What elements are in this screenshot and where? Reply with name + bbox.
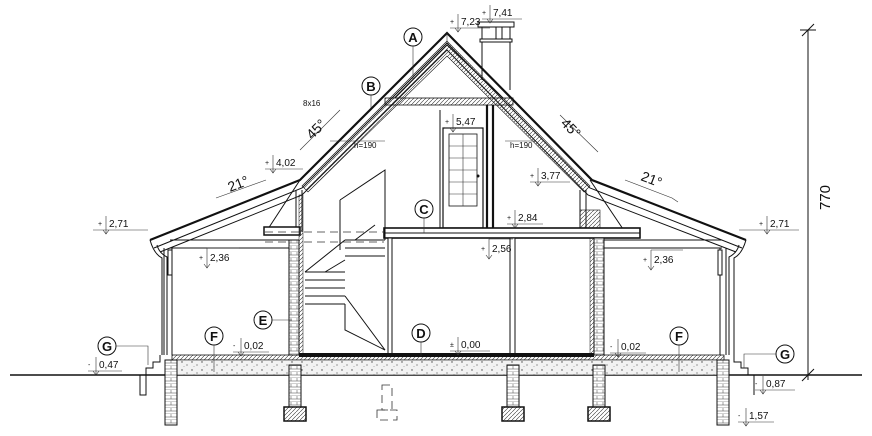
door [442, 127, 484, 229]
level-terrain-left: - 0,47 [88, 357, 122, 376]
callout-d: D [411, 323, 431, 356]
svg-text:C: C [419, 202, 429, 217]
svg-text:±: ± [450, 342, 454, 349]
svg-text:G: G [780, 347, 790, 362]
staircase [304, 169, 386, 351]
svg-text:0,87: 0,87 [766, 379, 786, 390]
svg-text:E: E [259, 313, 268, 328]
svg-text:0,00: 0,00 [461, 340, 481, 351]
angle-upper-right: 45° [558, 114, 599, 153]
svg-text:+: + [507, 215, 511, 222]
callout-c: C [414, 199, 434, 233]
rafter-size-note: 8x16 [303, 99, 321, 108]
svg-text:-: - [88, 362, 91, 369]
svg-text:G: G [102, 339, 112, 354]
level-ceiling-center: +2,56 [481, 238, 513, 260]
svg-text:+: + [643, 257, 647, 264]
svg-text:4,02: 4,02 [276, 158, 296, 169]
svg-text:5,47: 5,47 [456, 117, 476, 128]
foundations [164, 359, 730, 426]
svg-text:2,71: 2,71 [770, 219, 790, 230]
level-roof-break-right: +3,77 [530, 168, 570, 187]
svg-text:h=190: h=190 [354, 141, 377, 150]
svg-text:h=190: h=190 [510, 141, 533, 150]
svg-text:F: F [210, 329, 218, 344]
level-ground-floor: ±0,00 [450, 337, 490, 356]
svg-text:2,56: 2,56 [492, 244, 512, 255]
callout-b: B [361, 76, 381, 108]
svg-text:21°: 21° [225, 172, 250, 195]
svg-text:-: - [233, 343, 236, 350]
svg-text:+: + [481, 246, 485, 253]
angle-lower-right: 21° [624, 168, 679, 203]
svg-text:0,02: 0,02 [244, 341, 264, 352]
svg-text:-: - [755, 381, 758, 388]
svg-text:+: + [530, 173, 534, 180]
svg-text:2,71: 2,71 [109, 219, 129, 230]
svg-text:F: F [675, 329, 683, 344]
level-roof-break-left: +4,02 [265, 155, 303, 174]
level-ceiling-right: +2,36 [643, 249, 683, 271]
walls [163, 194, 727, 356]
callout-f-right: F [669, 326, 689, 372]
angle-upper-left: 45° [299, 109, 341, 151]
svg-text:-: - [738, 413, 741, 420]
level-ceiling-left: +2,36 [199, 247, 239, 269]
callout-f-left: F [204, 326, 224, 372]
floor-gravel-bed [171, 359, 725, 376]
level-ridge: +7,23 [450, 14, 490, 33]
svg-text:+: + [450, 19, 454, 26]
headroom-right: h=190 [505, 140, 535, 150]
svg-text:+: + [445, 119, 449, 126]
svg-text:B: B [366, 79, 375, 94]
svg-text:45°: 45° [303, 116, 329, 142]
level-floor-left: - 0,02 [233, 338, 269, 357]
level-attic-ceiling: +5,47 [445, 114, 481, 133]
callout-e: E [253, 310, 292, 330]
roof [149, 31, 747, 253]
callout-g-right: G [743, 344, 795, 368]
headroom-left: h=190 [330, 140, 385, 150]
svg-text:2,36: 2,36 [654, 255, 674, 266]
svg-text:7,41: 7,41 [493, 8, 513, 19]
svg-text:+: + [482, 10, 486, 17]
svg-text:+: + [759, 221, 763, 228]
svg-text:D: D [416, 326, 425, 341]
svg-text:1,57: 1,57 [749, 411, 769, 422]
svg-text:2,36: 2,36 [210, 253, 230, 264]
svg-text:0,02: 0,02 [621, 342, 641, 353]
level-floor-right: - 0,02 [610, 339, 646, 358]
level-foundation: - 1,57 [738, 408, 774, 427]
level-eave-left: +2,71 [93, 216, 148, 235]
callout-a: A [403, 27, 423, 80]
level-upper-floor: +2,84 [507, 210, 543, 229]
level-terrain-right: - 0,87 [755, 376, 795, 395]
total-height-dimension: 770 [800, 23, 834, 382]
svg-text:7,23: 7,23 [461, 17, 481, 28]
svg-text:A: A [408, 30, 418, 45]
svg-text:+: + [98, 221, 102, 228]
angle-lower-left: 21° [215, 172, 267, 199]
svg-text:21°: 21° [639, 168, 664, 191]
svg-text:2,84: 2,84 [518, 213, 538, 224]
svg-text:-: - [610, 344, 613, 351]
chimney [477, 21, 515, 90]
svg-text:0,47: 0,47 [99, 360, 119, 371]
svg-text:+: + [265, 160, 269, 167]
total-height-label: 770 [817, 185, 834, 210]
callout-g-left: G [97, 336, 149, 365]
level-chimney: +7,41 [482, 5, 522, 24]
svg-text:45°: 45° [558, 115, 584, 141]
attic-ceiling-slab [384, 97, 514, 106]
svg-text:3,77: 3,77 [541, 171, 561, 182]
level-eave-right: +2,71 [739, 216, 799, 235]
svg-text:+: + [199, 255, 203, 262]
